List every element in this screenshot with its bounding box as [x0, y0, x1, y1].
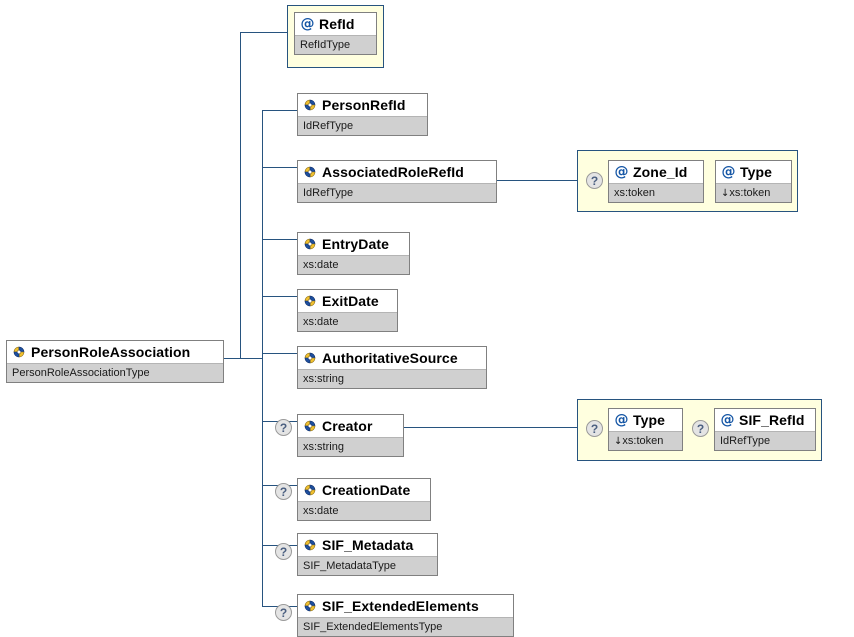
node-header: SIF_Metadata: [298, 534, 437, 556]
node-type: IdRefType: [298, 116, 427, 135]
optional-marker-creator-type: ?: [586, 420, 603, 437]
node-type-zone-group[interactable]: @ Type ↓xs:token: [715, 160, 792, 203]
attribute-icon: @: [614, 411, 629, 428]
connector-associatedrolerefid-to-attrgroup: [497, 180, 577, 181]
node-type: xs:date: [298, 312, 397, 331]
node-type: SIF_ExtendedElementsType: [298, 617, 513, 636]
node-creator[interactable]: Creator xs:string: [297, 414, 404, 457]
element-icon: [303, 351, 317, 365]
node-header: CreationDate: [298, 479, 430, 501]
node-type: ↓xs:token: [716, 183, 791, 202]
node-sifextendedelements[interactable]: SIF_ExtendedElements SIF_ExtendedElement…: [297, 594, 514, 637]
node-exitdate[interactable]: ExitDate xs:date: [297, 289, 398, 332]
node-zone-id[interactable]: @ Zone_Id xs:token: [608, 160, 704, 203]
node-type-text: xs:token: [729, 187, 771, 199]
node-type: xs:date: [298, 255, 409, 274]
node-name: EntryDate: [322, 235, 390, 252]
node-name: Zone_Id: [633, 163, 688, 180]
element-icon: [303, 419, 317, 433]
node-header: AssociatedRoleRefId: [298, 161, 496, 183]
node-type: IdRefType: [298, 183, 496, 202]
node-type-text: xs:token: [622, 435, 664, 447]
node-header: @ RefId: [295, 13, 376, 35]
connector-element-trunk: [262, 110, 263, 606]
optional-marker-sif-refid: ?: [692, 420, 709, 437]
node-name: PersonRefId: [322, 96, 406, 113]
node-header: PersonRoleAssociation: [7, 341, 223, 363]
node-header: SIF_ExtendedElements: [298, 595, 513, 617]
node-name: RefId: [319, 15, 355, 32]
node-name: AuthoritativeSource: [322, 349, 458, 366]
connector-branch-exitdate: [262, 296, 297, 297]
node-name: Creator: [322, 417, 373, 434]
optional-marker-zone-id: ?: [586, 172, 603, 189]
node-sifmetadata[interactable]: SIF_Metadata SIF_MetadataType: [297, 533, 438, 576]
optional-marker-creationdate: ?: [275, 483, 292, 500]
node-authoritativesource[interactable]: AuthoritativeSource xs:string: [297, 346, 487, 389]
connector-attribute-trunk: [240, 32, 241, 359]
node-refid[interactable]: @ RefId RefIdType: [294, 12, 377, 55]
connector-branch-authoritativesource: [262, 353, 297, 354]
node-header: Creator: [298, 415, 403, 437]
element-icon: [303, 294, 317, 308]
node-personrefid[interactable]: PersonRefId IdRefType: [297, 93, 428, 136]
node-type: xs:token: [609, 183, 703, 202]
node-type: xs:date: [298, 501, 430, 520]
attribute-icon: @: [721, 163, 736, 180]
node-header: @ Type: [716, 161, 791, 183]
node-entrydate[interactable]: EntryDate xs:date: [297, 232, 410, 275]
node-type: RefIdType: [295, 35, 376, 54]
node-type: SIF_MetadataType: [298, 556, 437, 575]
node-type: xs:string: [298, 369, 486, 388]
attribute-icon: @: [614, 163, 629, 180]
node-header: PersonRefId: [298, 94, 427, 116]
node-header: ExitDate: [298, 290, 397, 312]
optional-marker-sifmetadata: ?: [275, 543, 292, 560]
connector-branch-associatedrolerefid: [262, 167, 297, 168]
node-type: ↓xs:token: [609, 431, 682, 450]
attribute-icon: @: [720, 411, 735, 428]
optional-marker-creator: ?: [275, 419, 292, 436]
connector-branch-entrydate: [262, 239, 297, 240]
node-type: PersonRoleAssociationType: [7, 363, 223, 382]
node-header: @ Zone_Id: [609, 161, 703, 183]
node-header: @ Type: [609, 409, 682, 431]
element-icon: [303, 98, 317, 112]
node-person-role-association[interactable]: PersonRoleAssociation PersonRoleAssociat…: [6, 340, 224, 383]
node-name: CreationDate: [322, 481, 411, 498]
node-creationdate[interactable]: CreationDate xs:date: [297, 478, 431, 521]
element-icon: [303, 538, 317, 552]
node-associatedrolerefid[interactable]: AssociatedRoleRefId IdRefType: [297, 160, 497, 203]
node-name: AssociatedRoleRefId: [322, 163, 464, 180]
node-sif-refid[interactable]: @ SIF_RefId IdRefType: [714, 408, 816, 451]
node-type: xs:string: [298, 437, 403, 456]
connector-root-to-trunk: [224, 358, 263, 359]
element-icon: [303, 599, 317, 613]
connector-attribute-trunk-top: [240, 32, 288, 33]
attribute-icon: @: [300, 15, 315, 32]
derived-arrow-icon: ↓: [614, 436, 623, 447]
node-name: PersonRoleAssociation: [31, 343, 191, 360]
node-type: IdRefType: [715, 431, 815, 450]
node-name: SIF_RefId: [739, 411, 805, 428]
node-name: ExitDate: [322, 292, 379, 309]
node-header: EntryDate: [298, 233, 409, 255]
connector-creator-to-attrgroup: [404, 427, 577, 428]
connector-branch-personrefid: [262, 110, 297, 111]
element-icon: [303, 165, 317, 179]
element-icon: [303, 483, 317, 497]
node-type-creator-group[interactable]: @ Type ↓xs:token: [608, 408, 683, 451]
element-icon: [303, 237, 317, 251]
element-icon: [12, 345, 26, 359]
node-name: SIF_ExtendedElements: [322, 597, 479, 614]
node-header: @ SIF_RefId: [715, 409, 815, 431]
node-header: AuthoritativeSource: [298, 347, 486, 369]
node-name: SIF_Metadata: [322, 536, 414, 553]
optional-marker-sifextendedelements: ?: [275, 604, 292, 621]
derived-arrow-icon: ↓: [721, 188, 730, 199]
node-name: Type: [740, 163, 773, 180]
node-name: Type: [633, 411, 666, 428]
